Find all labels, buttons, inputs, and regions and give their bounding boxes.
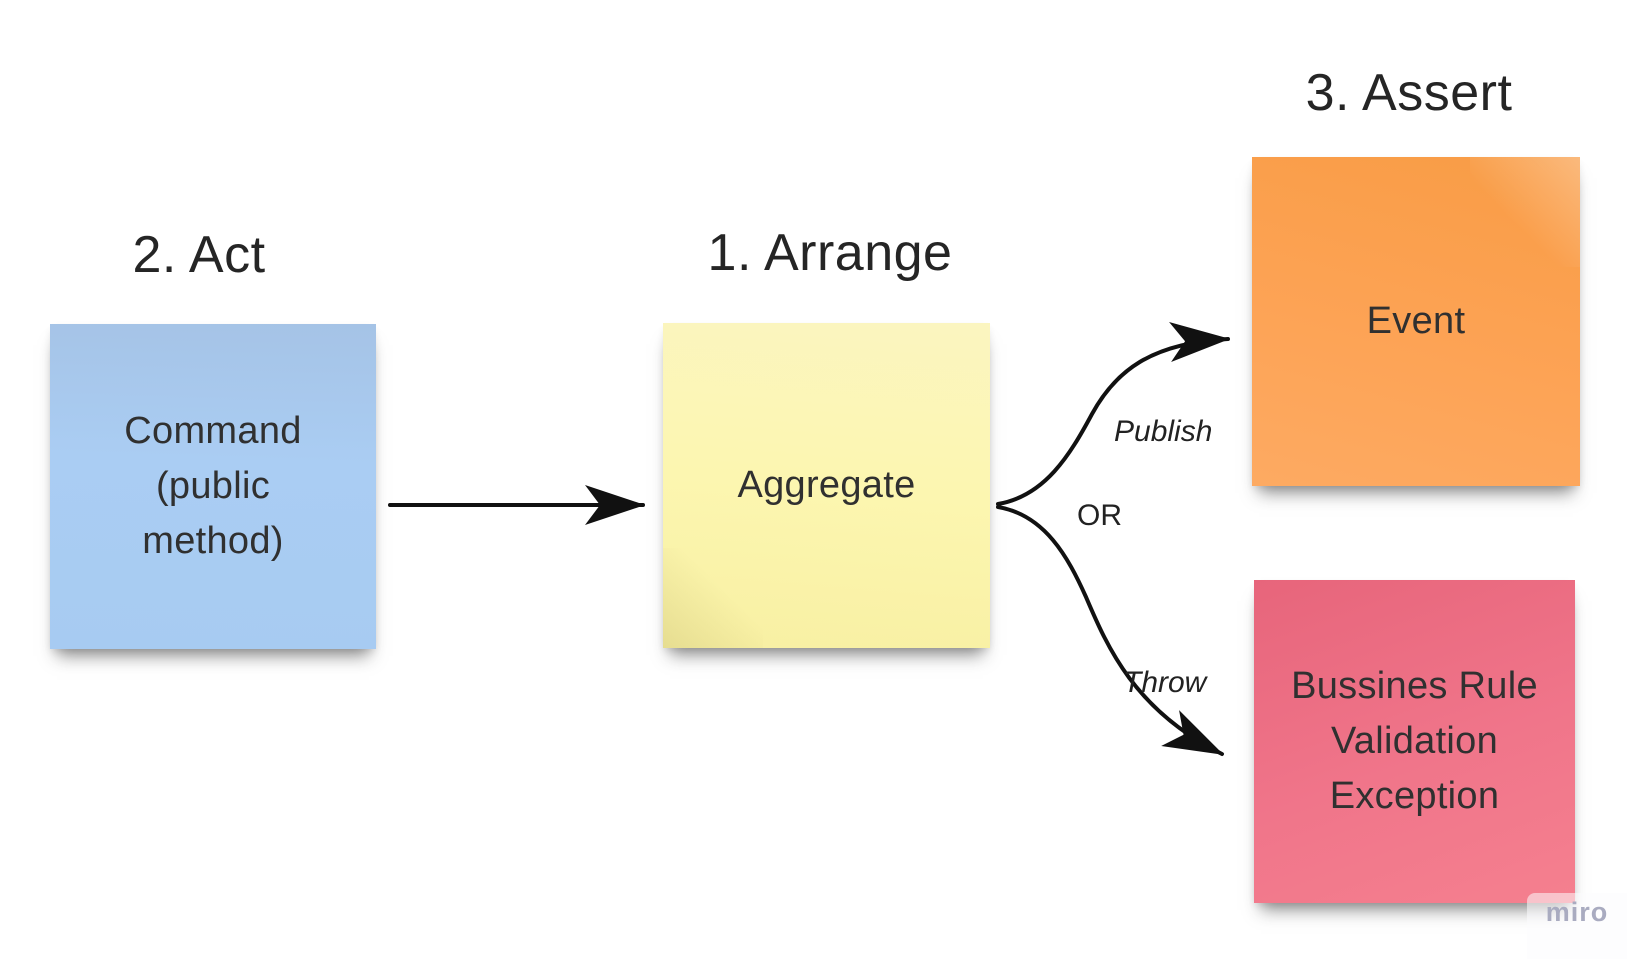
miro-watermark: miro bbox=[1527, 893, 1627, 959]
sticky-note-event-text: Event bbox=[1366, 299, 1466, 342]
sticky-note-aggregate[interactable]: Aggregate bbox=[663, 323, 990, 648]
heading-act[interactable]: 2. Act bbox=[132, 226, 266, 284]
connector-aggregate-to-event[interactable] bbox=[996, 322, 1230, 506]
label-throw[interactable]: Throw bbox=[1123, 666, 1207, 699]
heading-assert[interactable]: 3. Assert bbox=[1305, 64, 1513, 122]
sticky-note-exception[interactable]: Bussines Rule Validation Exception bbox=[1254, 580, 1575, 903]
label-publish[interactable]: Publish bbox=[1114, 415, 1213, 448]
connector-aggregate-to-exception[interactable] bbox=[996, 505, 1224, 756]
heading-arrange[interactable]: 1. Arrange bbox=[707, 224, 953, 282]
sticky-note-command[interactable]: Command (public method) bbox=[50, 324, 376, 649]
sticky-note-event[interactable]: Event bbox=[1252, 157, 1580, 486]
sticky-note-exception-text: Bussines Rule Validation Exception bbox=[1291, 664, 1538, 818]
sticky-note-aggregate-text: Aggregate bbox=[737, 463, 916, 506]
sticky-note-command-text: Command (public method) bbox=[124, 409, 302, 563]
label-or[interactable]: OR bbox=[1077, 499, 1122, 532]
miro-logo: miro bbox=[1545, 897, 1609, 927]
